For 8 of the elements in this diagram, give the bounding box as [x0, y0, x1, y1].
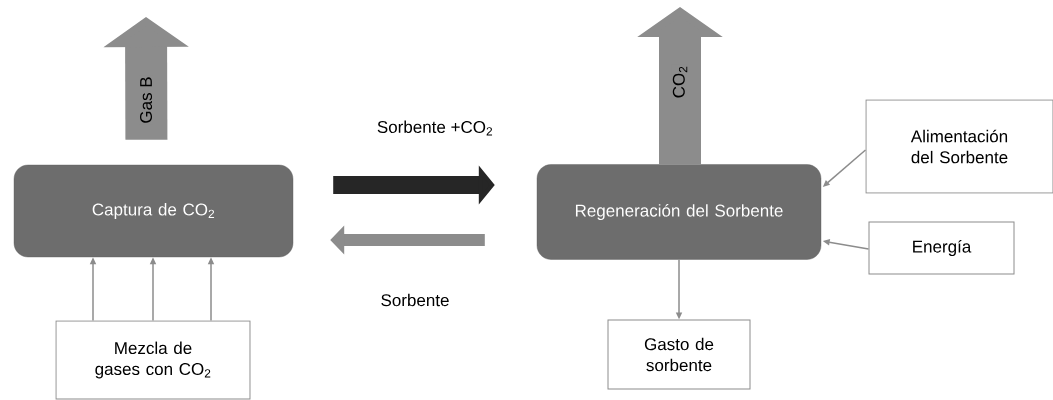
input-box: Alimentación del Sorbente — [865, 99, 1053, 194]
edge-label: Sorbente — [379, 292, 451, 308]
process-box: Captura de CO$_{2}$ — [13, 164, 294, 258]
input-box: Mezcla de gases con CO$_{2}$ — [55, 320, 251, 400]
input-box: Energía — [868, 221, 1015, 275]
process-box: Regeneración del Sorbente — [536, 164, 822, 260]
input-box: Gasto de sorbente — [607, 319, 751, 390]
edge-label: Sorbente +CO$_{2}$ — [375, 119, 495, 137]
